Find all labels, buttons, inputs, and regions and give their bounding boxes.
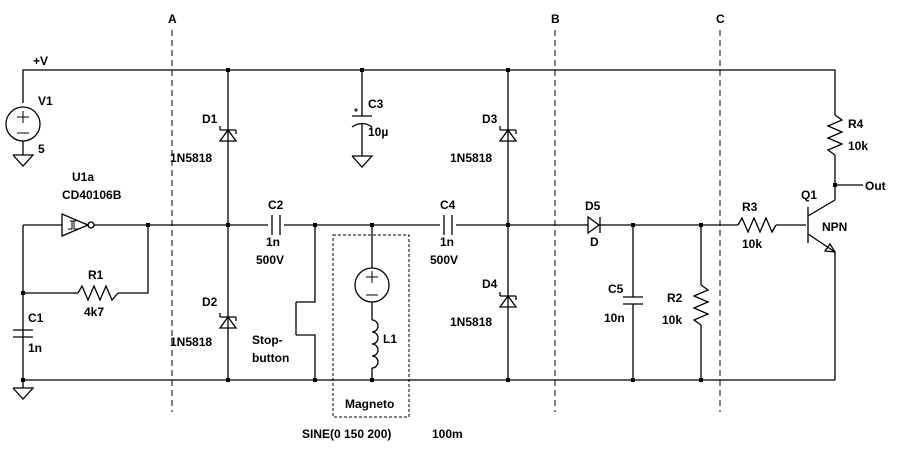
d2-diode — [218, 225, 238, 380]
q1-type: NPN — [822, 220, 847, 234]
q1-transistor — [807, 184, 863, 380]
c2-value: 1n — [266, 235, 280, 249]
magneto-extra: 100m — [432, 427, 463, 441]
d4-diode — [498, 225, 518, 380]
c5-ref: C5 — [608, 282, 624, 296]
vplus-label: +V — [33, 54, 48, 68]
d5-ref: D5 — [585, 199, 601, 213]
d2-ref: D2 — [202, 295, 218, 309]
r4-ref: R4 — [848, 117, 864, 131]
r1-value: 4k7 — [84, 305, 104, 319]
d1-part: 1N5818 — [170, 151, 212, 165]
r1-resistor — [77, 284, 119, 302]
q1-ref: Q1 — [801, 188, 817, 202]
r2-ref: R2 — [667, 291, 683, 305]
supply-rail — [22, 69, 836, 115]
c2-capacitor — [271, 215, 281, 235]
c4-ref: C4 — [440, 198, 456, 212]
r4-value: 10k — [848, 139, 868, 153]
v1-value: 5 — [38, 142, 45, 156]
c5-capacitor — [623, 225, 643, 380]
r1-ref: R1 — [88, 268, 104, 282]
stop-label-2: button — [252, 351, 289, 365]
c1-ref: C1 — [28, 311, 44, 325]
c4-capacitor — [443, 215, 453, 235]
r2-resistor — [692, 225, 710, 380]
section-label-a: A — [168, 12, 177, 26]
d3-ref: D3 — [482, 112, 498, 126]
c3-capacitor — [351, 70, 374, 168]
v1-ref: V1 — [38, 94, 53, 108]
out-label: Out — [865, 179, 886, 193]
v1-source — [5, 106, 41, 167]
d5-part: D — [590, 235, 599, 249]
u1a-part: CD40106B — [62, 188, 122, 202]
magneto-block — [332, 225, 410, 418]
c3-ref: C3 — [368, 97, 384, 111]
d1-diode — [218, 70, 238, 225]
c5-value: 10n — [604, 311, 625, 325]
d1-ref: D1 — [202, 112, 218, 126]
d5-diode — [587, 215, 601, 235]
r3-resistor — [737, 216, 806, 234]
c2-voltage: 500V — [256, 253, 284, 267]
magneto-label: Magneto — [345, 397, 394, 411]
junction-dots — [21, 68, 837, 382]
magneto-source: SINE(0 150 200) — [302, 427, 391, 441]
d3-part: 1N5818 — [450, 151, 492, 165]
r4-resistor — [826, 114, 844, 200]
d4-part: 1N5818 — [450, 315, 492, 329]
u1a-ref: U1a — [72, 170, 94, 184]
c4-voltage: 500V — [430, 253, 458, 267]
section-label-c: C — [716, 12, 725, 26]
r3-ref: R3 — [742, 200, 758, 214]
c4-value: 1n — [440, 235, 454, 249]
c2-ref: C2 — [268, 198, 284, 212]
r3-value: 10k — [742, 237, 762, 251]
stop-label-1: Stop- — [252, 333, 283, 347]
c1-value: 1n — [28, 341, 42, 355]
c3-value: 10µ — [368, 125, 388, 139]
d4-ref: D4 — [482, 277, 498, 291]
section-lines — [171, 30, 721, 412]
l1-ref: L1 — [383, 332, 397, 346]
section-label-b: B — [551, 12, 560, 26]
d3-diode — [498, 70, 518, 225]
u1a-inverter — [22, 213, 149, 380]
stop-button-switch — [295, 225, 316, 380]
d2-part: 1N5818 — [170, 335, 212, 349]
r2-value: 10k — [662, 313, 682, 327]
